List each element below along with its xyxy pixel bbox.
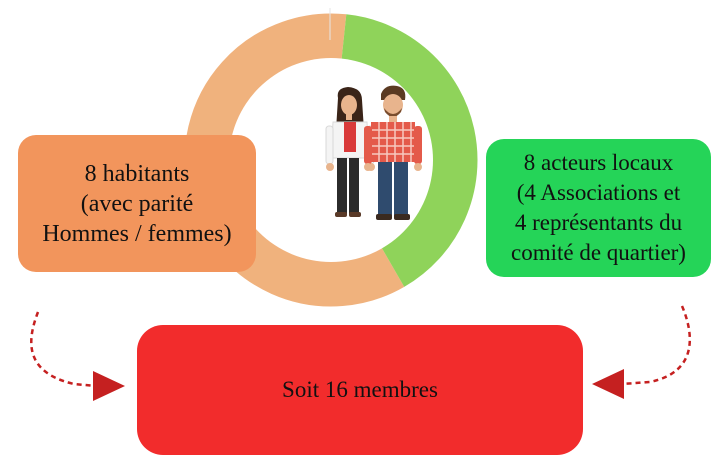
woman-icon — [325, 87, 375, 217]
habitants-box: 8 habitants (avec parité Hommes / femmes… — [18, 135, 256, 272]
habitants-line: (avec parité — [80, 190, 194, 217]
man-icon — [364, 85, 422, 220]
acteurs-line: comité de quartier) — [511, 240, 686, 265]
total-members-text: Soit 16 membres — [282, 377, 438, 402]
total-members-box: Soit 16 membres — [137, 325, 583, 455]
acteurs-line: 8 acteurs locaux — [523, 150, 674, 175]
acteurs-line: 4 représentants du — [514, 210, 683, 235]
dashed-arrow-icon — [30, 311, 125, 401]
acteurs-line: (4 Associations et — [516, 180, 681, 205]
acteurs-box: 8 acteurs locaux (4 Associations et 4 re… — [486, 139, 711, 277]
dashed-arrow-icon — [592, 305, 692, 399]
ring-segment-acteurs — [341, 14, 478, 287]
habitants-line: 8 habitants — [84, 160, 190, 187]
habitants-line: Hommes / femmes) — [42, 220, 232, 247]
